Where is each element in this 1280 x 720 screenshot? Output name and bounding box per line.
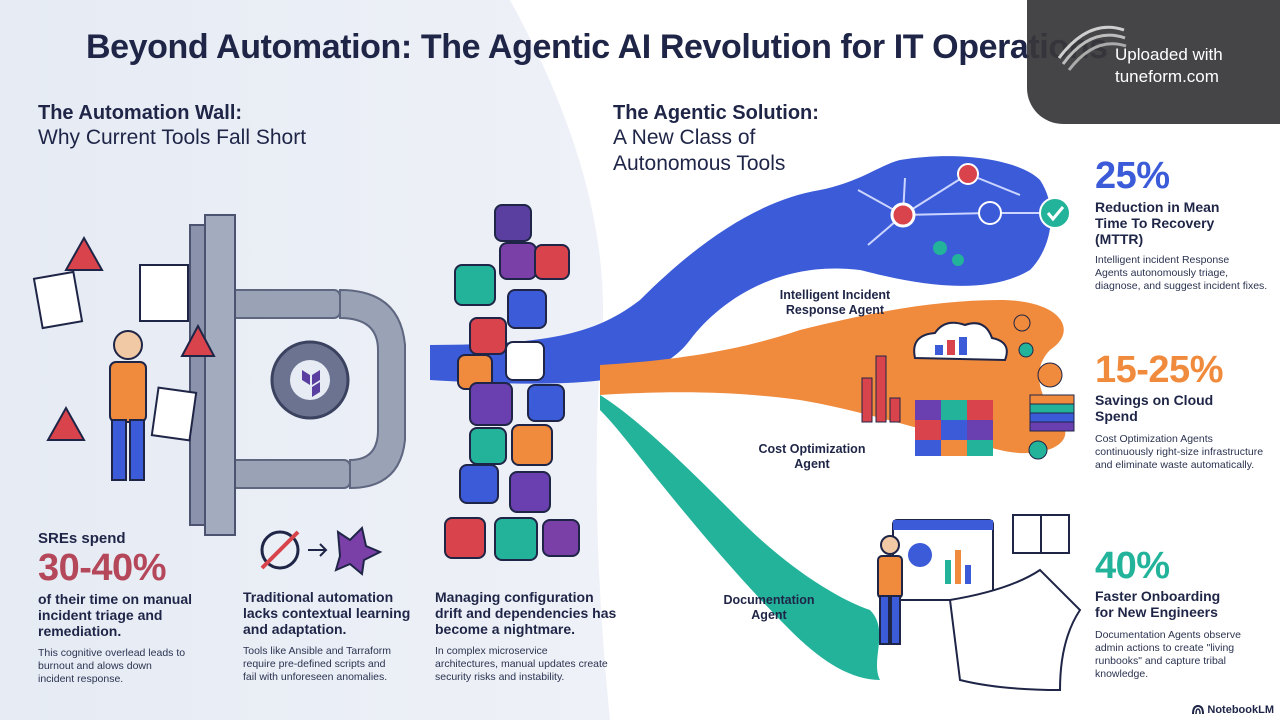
page-title: Beyond Automation: The Agentic AI Revolu… bbox=[86, 28, 1108, 66]
broken-gear-icon bbox=[260, 530, 300, 570]
notebooklm-label: NotebookLM bbox=[1207, 704, 1274, 716]
problem-2-bold-1: Traditional automation bbox=[243, 589, 394, 605]
docs-agent-ribbon bbox=[600, 395, 880, 680]
right-section-subheading-2: Autonomous Tools bbox=[613, 152, 786, 175]
automation-wall bbox=[189, 214, 236, 536]
cost-agent-label-1: Cost Optimization bbox=[758, 442, 866, 456]
docs-agent-label: Documentation Agent bbox=[709, 593, 829, 623]
right-section-heading: The Agentic Solution: bbox=[613, 102, 819, 124]
left-section-heading: The Automation Wall: bbox=[38, 102, 243, 124]
docs-small-2: admin actions to create "living bbox=[1095, 642, 1235, 654]
cost-agent-stat: 15-25% Savings on Cloud Spend Cost Optim… bbox=[1095, 349, 1275, 472]
docs-bold-1: Faster Onboarding bbox=[1095, 588, 1221, 604]
stressed-sre-illustration bbox=[32, 235, 216, 481]
problem-3-bold-3: become a nightmare. bbox=[435, 621, 576, 637]
problem-3-bold-2: drift and dependencies has bbox=[435, 605, 617, 621]
docs-agent-label-2: Agent bbox=[751, 608, 787, 622]
incident-bold-2: Time To Recovery bbox=[1095, 215, 1215, 231]
arrow-icon bbox=[308, 543, 328, 557]
incident-small-3: diagnose, and suggest incident fixes. bbox=[1095, 280, 1268, 292]
problem-2-small-1: Tools like Ansible and Tarraform bbox=[243, 645, 392, 657]
incident-bold-3: (MTTR) bbox=[1095, 231, 1144, 247]
cost-small-3: and eliminate waste automatically. bbox=[1095, 459, 1255, 471]
problem-1-stat: 30-40% bbox=[38, 547, 166, 589]
right-section-header: The Agentic Solution: A New Class of Aut… bbox=[613, 101, 819, 177]
documentation-icon bbox=[877, 514, 1082, 692]
problem-1-bold-1: of their time on manual bbox=[38, 591, 193, 607]
problem-3-small-3: security risks and instability. bbox=[435, 671, 565, 683]
incident-agent-stat: 25% Reduction in Mean Time To Recovery (… bbox=[1095, 155, 1275, 293]
problem-2-bold-3: and adaptation. bbox=[243, 621, 347, 637]
problem-sre-time: SREs spend 30-40% of their time on manua… bbox=[38, 530, 238, 686]
docs-agent-label-1: Documentation bbox=[723, 593, 815, 607]
notebooklm-brand: NotebookLM bbox=[1192, 704, 1274, 716]
incident-agent-label: Intelligent Incident Response Agent bbox=[775, 288, 895, 318]
incident-agent-label-1: Intelligent Incident bbox=[779, 288, 891, 302]
pipes bbox=[229, 288, 406, 490]
cost-bold-2: Spend bbox=[1095, 408, 1138, 424]
docs-small-3: runbooks" and capture tribal bbox=[1095, 655, 1226, 667]
problem-3-small-2: architectures, manual updates create bbox=[435, 658, 608, 670]
watermark-line-1: Uploaded with bbox=[1115, 45, 1223, 64]
problem-traditional-automation: Traditional automation lacks contextual … bbox=[243, 589, 433, 684]
upload-watermark: Uploaded with tuneform.com bbox=[1027, 0, 1280, 124]
watermark-line-2: tuneform.com bbox=[1115, 67, 1219, 86]
problem-configuration-drift: Managing configuration drift and depende… bbox=[435, 589, 635, 684]
problem-1-pre: SREs spend bbox=[38, 530, 126, 547]
anomaly-blob-icon bbox=[334, 526, 383, 576]
terraform-gear-icon bbox=[270, 340, 350, 420]
problem-1-small-2: burnout and alows down bbox=[38, 660, 152, 672]
problem-2-small-2: require pre-defined scripts and bbox=[243, 658, 386, 670]
left-section-header: The Automation Wall: Why Current Tools F… bbox=[38, 101, 306, 151]
problem-1-bold-2: incident triage and bbox=[38, 607, 163, 623]
problem-1-small-1: This cognitive overlead leads to bbox=[38, 647, 186, 659]
tool-tiles bbox=[444, 204, 580, 561]
problem-1-bold-3: remediation. bbox=[38, 623, 122, 639]
docs-bold-2: for New Engineers bbox=[1095, 604, 1218, 620]
incident-bold-1: Reduction in Mean bbox=[1095, 199, 1220, 215]
problem-2-bold-2: lacks contextual learning bbox=[243, 605, 411, 621]
incident-stat-value: 25% bbox=[1095, 155, 1170, 197]
cloud-cost-icon bbox=[861, 314, 1075, 460]
cost-small-1: Cost Optimization Agents bbox=[1095, 433, 1213, 445]
incident-small-1: Intelligent incident Response bbox=[1095, 254, 1230, 266]
docs-stat-value: 40% bbox=[1095, 545, 1170, 587]
right-section-subheading-1: A New Class of bbox=[613, 126, 756, 149]
incident-agent-label-2: Response Agent bbox=[785, 303, 885, 317]
problem-2-small-3: fail with unforeseen anomalies. bbox=[243, 671, 388, 683]
cost-small-2: continuously right-size infrastructure bbox=[1095, 446, 1264, 458]
cost-agent-label-2: Agent bbox=[794, 457, 830, 471]
docs-small-1: Documentation Agents observe bbox=[1095, 629, 1241, 641]
problem-3-bold-1: Managing configuration bbox=[435, 589, 594, 605]
notebooklm-logo-icon bbox=[1192, 705, 1205, 715]
tuneform-logo-icon bbox=[1057, 25, 1127, 71]
cost-stat-value: 15-25% bbox=[1095, 349, 1223, 391]
incident-small-2: Agents autonomously triage, bbox=[1095, 267, 1229, 279]
problem-3-small-1: In complex microservice bbox=[435, 645, 548, 657]
left-section-subheading: Why Current Tools Fall Short bbox=[38, 126, 307, 149]
docs-small-4: knowledge. bbox=[1095, 668, 1149, 680]
cost-bold-1: Savings on Cloud bbox=[1095, 392, 1214, 408]
docs-agent-stat: 40% Faster Onboarding for New Engineers … bbox=[1095, 545, 1275, 681]
problem-1-small-3: incident response. bbox=[38, 673, 124, 685]
incident-network-icon bbox=[857, 163, 1071, 266]
cost-agent-label: Cost Optimization Agent bbox=[752, 442, 872, 472]
